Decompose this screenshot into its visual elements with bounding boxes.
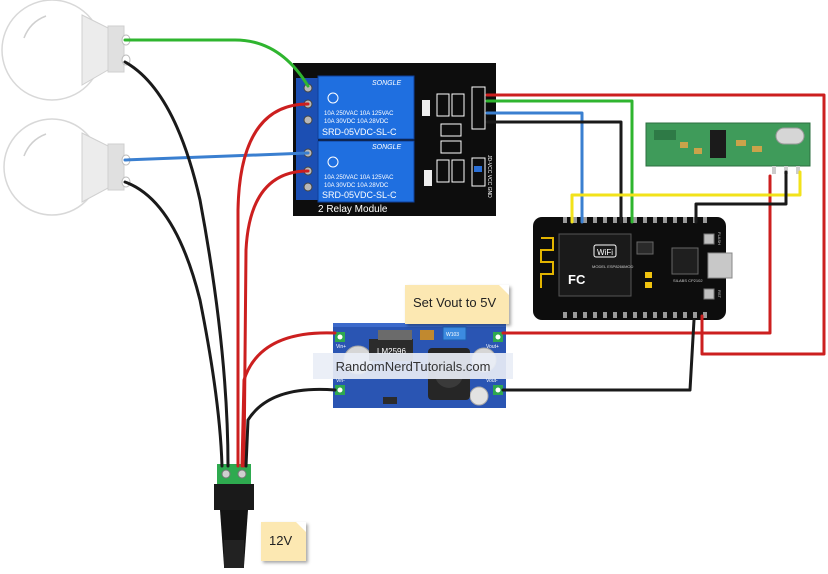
esp-antenna [540, 237, 554, 288]
relay-2-rating-1: 10A 250VAC 10A 125VAC [324, 175, 394, 181]
relay-jumper-label: JD-VCC VCC GND [486, 155, 492, 198]
relay-screw-terminals [296, 78, 318, 200]
wire-red-relay1 [236, 102, 310, 468]
wire-black-rf-gnd [694, 170, 788, 224]
relay-1-rating-1: 10A 250VAC 10A 125VAC [324, 111, 394, 117]
esp-usb-port [707, 252, 733, 279]
relay-2-model: SRD-05VDC-SL-C [322, 190, 397, 200]
relay-1-model: SRD-05VDC-SL-C [322, 127, 397, 137]
esp-rst-button [703, 288, 715, 300]
supply-note: 12V [261, 522, 306, 561]
wire-black-vin [244, 387, 337, 468]
wire-green-relay-in [485, 99, 634, 224]
wire-blue-relay-in [485, 111, 584, 224]
buck-vout-plus-label: Vout+ [486, 344, 499, 350]
relay-1-brand: SONGLE [372, 80, 402, 87]
esp-bottom-header [563, 312, 707, 318]
buck-vin-plus-label: Vin+ [336, 344, 346, 350]
wire-black-lamp-top [123, 60, 230, 468]
wire-black-relay-gnd [485, 120, 623, 224]
watermark-text: RandomNerdTutorials.com [336, 359, 491, 374]
buck-vout-minus-label: Vout- [486, 378, 498, 384]
esp-top-header [563, 217, 707, 223]
wire-red-vout [501, 174, 772, 335]
buck-pot-label: W103 [446, 332, 459, 338]
wire-green-lamp [123, 38, 310, 88]
relay-2-rating-2: 10A 30VDC 10A 28VDC [324, 183, 389, 189]
esp-flash-button [703, 233, 715, 245]
relay-2 [317, 140, 415, 203]
esp-fc-label: FC [568, 272, 586, 287]
wire-red-relay2 [242, 169, 310, 468]
wire-blue-lamp [123, 151, 310, 162]
esp-flash-label: FLASH [717, 232, 722, 245]
wire-red-relay-vcc [485, 93, 826, 356]
supply-note-text: 12V [269, 533, 293, 548]
relay-module-caption: 2 Relay Module [318, 204, 388, 215]
esp-wifi-label: WiFi [597, 248, 613, 257]
esp-wifi-module [558, 233, 632, 297]
esp-model-text: MODEL ESP8266MOD [592, 264, 634, 269]
buck-potentiometer [442, 326, 467, 341]
rf-receiver-module [645, 122, 811, 174]
vout-note-text: Set Vout to 5V [413, 295, 497, 310]
relay-module: SONGLE 10A 250VAC 10A 125VAC 10A 30VDC 1… [293, 63, 496, 216]
wire-black-vout [501, 318, 696, 392]
esp-usb-chip [671, 247, 699, 275]
lamp-bottom [3, 118, 131, 216]
lamp-top [1, 0, 131, 101]
buck-chip-label: LM2596 [377, 347, 406, 356]
wire-yellow-rf-data [570, 170, 802, 224]
wire-red-vin [240, 331, 337, 468]
relay-1 [317, 75, 415, 140]
dc-jack [214, 464, 254, 568]
wires [123, 38, 826, 468]
buck-vin-minus-label: Vin- [336, 378, 345, 384]
esp8266-board: WiFi FC MODEL ESP8266MOD SILABS CP2102 F… [533, 217, 733, 320]
wire-black-lamp-bottom [123, 180, 224, 468]
vout-note: Set Vout to 5V [405, 285, 509, 324]
watermark: RandomNerdTutorials.com [313, 353, 513, 379]
relay-1-rating-2: 10A 30VDC 10A 28VDC [324, 119, 389, 125]
esp-chip-label: SILABS CP2102 [673, 278, 703, 283]
relay-components [422, 86, 486, 187]
relay-2-brand: SONGLE [372, 144, 402, 151]
esp-rst-label: RST [717, 290, 722, 299]
